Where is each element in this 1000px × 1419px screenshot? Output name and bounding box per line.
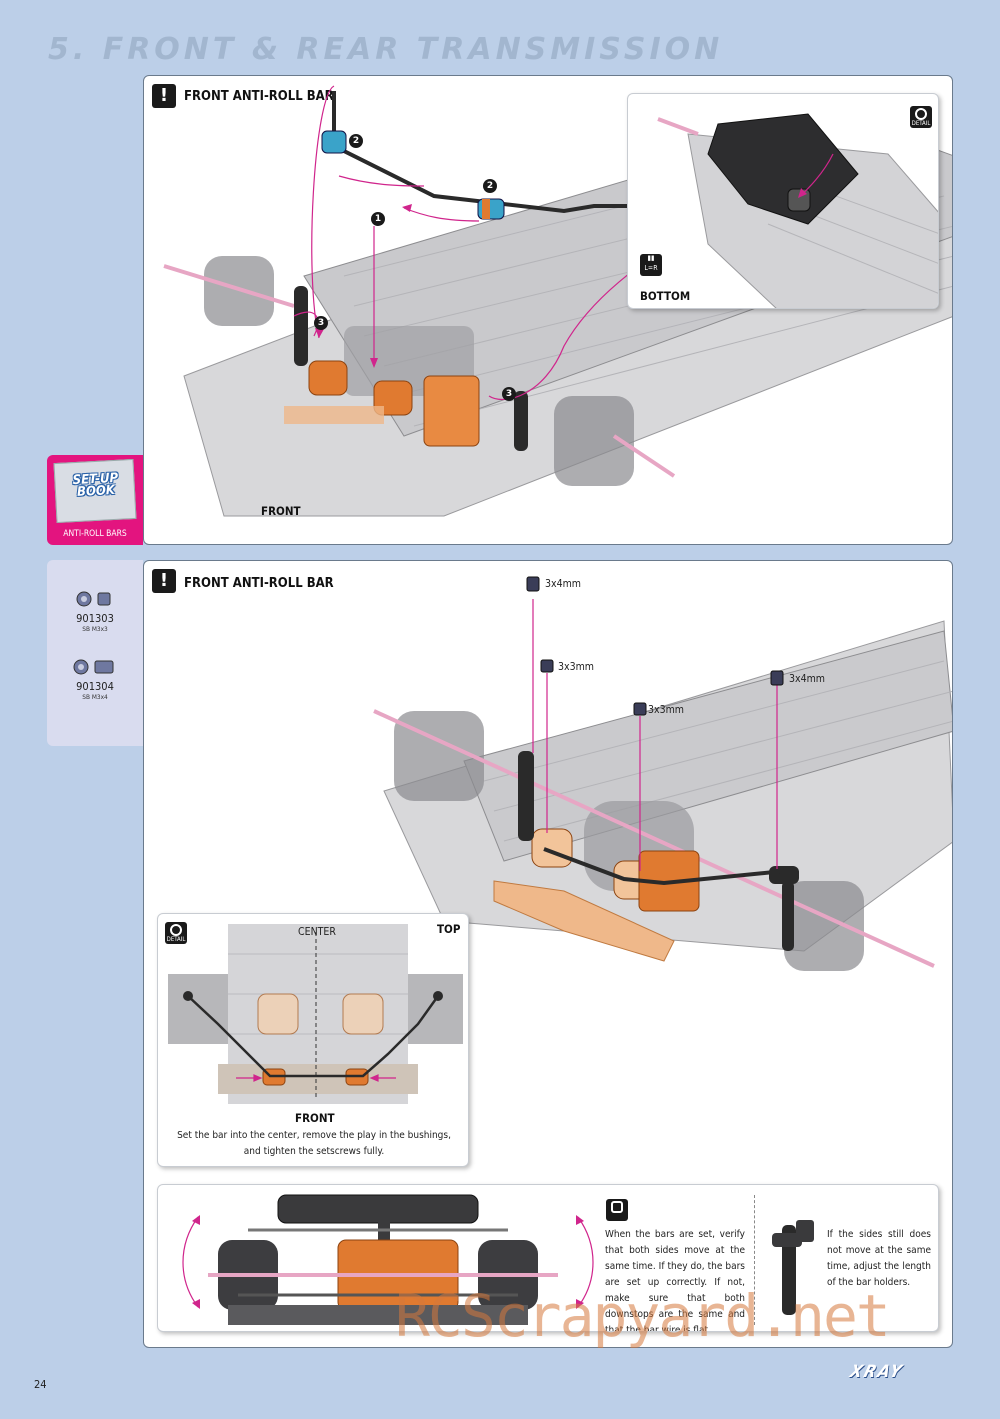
screw-label: 3x4mm: [789, 673, 826, 685]
top-detail-inset: DETAIL CENTER TOP FRONT Set the bar into…: [157, 913, 469, 1167]
warning-icon: !: [152, 569, 176, 593]
part-901304: 901304 SB M3x4: [47, 658, 143, 701]
detail-magnifier-icon: DETAIL: [910, 106, 932, 128]
bottom-detail-illustration: [657, 113, 938, 308]
step-number: 3: [502, 387, 516, 401]
setscrew-icon: [73, 659, 114, 675]
bar-holder-icon: [772, 1220, 814, 1315]
verification-note: When the bars are set, verify that both …: [605, 1229, 745, 1332]
screw-label: 3x4mm: [545, 578, 582, 590]
setup-book-title: SET-UP BOOK: [72, 470, 119, 500]
setup-book-label: ANTI-ROLL BARS: [63, 529, 127, 539]
verify-icon: [606, 1199, 628, 1221]
part-desc: SB M3x3: [82, 625, 108, 633]
center-label: CENTER: [298, 926, 336, 938]
warning-icon: !: [152, 84, 176, 108]
detail-magnifier-icon: DETAIL: [165, 922, 187, 944]
bottom-detail-inset: DETAIL ▮▮L=R BOTTOM: [627, 93, 939, 309]
page-title: 5. FRONT & REAR TRANSMISSION: [48, 32, 724, 67]
page-number: 24: [34, 1378, 47, 1391]
left-right-same-icon: ▮▮L=R: [640, 254, 662, 276]
adjustment-note: If the sides still does not move at the …: [827, 1229, 931, 1288]
step-number: 3: [314, 316, 328, 330]
bottom-label: BOTTOM: [640, 289, 691, 303]
step-number: 2: [349, 134, 363, 148]
top-detail-illustration: [168, 924, 463, 1104]
step-header: FRONT ANTI-ROLL BAR: [184, 576, 334, 591]
step-number: 1: [371, 212, 385, 226]
top-label: TOP: [437, 922, 461, 936]
watermark: RCScrapyard.net: [395, 1282, 891, 1350]
chassis-front-view-illustration: [182, 1194, 594, 1325]
front-label: FRONT: [295, 1111, 335, 1125]
parts-bag-tab: 901303 SB M3x3 901304 SB M3x4: [47, 560, 143, 746]
verification-inset: When the bars are set, verify that both …: [157, 1184, 939, 1332]
divider: [754, 1195, 755, 1325]
setscrew-icon: [76, 591, 111, 607]
step-header: FRONT ANTI-ROLL BAR: [184, 89, 334, 104]
screw-label: 3x3mm: [558, 661, 595, 673]
bottom-step-panel: ! FRONT ANTI-ROLL BAR 3x4mm 3x3mm: [143, 560, 953, 1348]
top-step-panel: ! FRONT ANTI-ROLL BAR: [143, 75, 953, 545]
setup-book-cover: SET-UP BOOK: [53, 458, 137, 524]
part-code: 901304: [76, 680, 114, 693]
step-number: 2: [483, 179, 497, 193]
screw-label: 3x3mm: [648, 704, 685, 716]
setup-book-tab[interactable]: SET-UP BOOK ANTI-ROLL BARS: [47, 455, 143, 545]
detail-caption: Set the bar into the center, remove the …: [177, 1130, 451, 1157]
xray-logo: XRAY: [847, 1362, 906, 1382]
front-label: FRONT: [261, 504, 301, 518]
part-code: 901303: [76, 612, 114, 625]
part-901303: 901303 SB M3x3: [47, 590, 143, 633]
part-desc: SB M3x4: [82, 693, 108, 701]
anti-roll-bar-mounted-illustration: [373, 576, 952, 971]
